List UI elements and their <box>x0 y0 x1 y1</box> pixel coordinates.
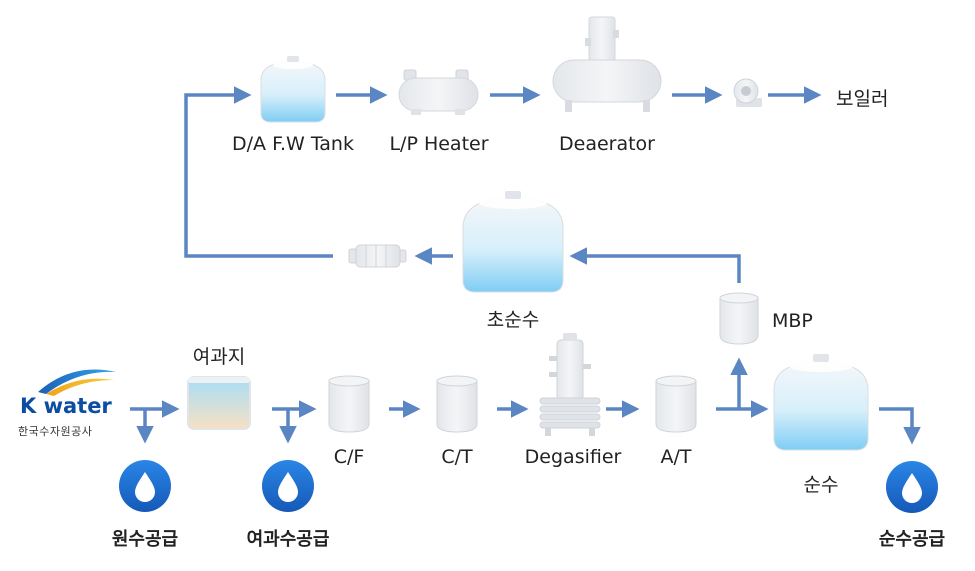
degasifier-icon <box>539 333 601 436</box>
lp-heater-label: L/P Heater <box>389 133 489 155</box>
raw-water-supply-drop-icon <box>119 460 171 512</box>
mbp-label: MBP <box>772 310 813 332</box>
pure-water-supply-label: 순수공급 <box>878 529 946 550</box>
degasifier-label: Degasifier <box>524 446 622 468</box>
lp-heater-icon <box>398 69 479 115</box>
cf-label: C/F <box>333 446 365 468</box>
kwater-logo-mark <box>38 369 116 396</box>
ultra-pure-water-tank-icon <box>462 191 564 293</box>
at-tank-icon <box>655 375 697 433</box>
cartridge-filter-icon <box>348 244 407 268</box>
ct-tank-icon <box>436 375 478 433</box>
deaerator-label: Deaerator <box>559 133 655 155</box>
ct-label: C/T <box>441 446 473 468</box>
at-label: A/T <box>660 446 692 468</box>
raw-water-supply-label: 원수공급 <box>111 529 179 550</box>
filter-bed-label: 여과지 <box>192 346 246 368</box>
da-fw-tank-label: D/A F.W Tank <box>232 133 354 155</box>
arrow-mbp-to-ultrapure <box>569 247 741 283</box>
boiler-label: 보일러 <box>836 88 889 110</box>
pure-water-supply-drop-icon <box>886 461 938 513</box>
ultra-pure-water-label: 초순수 <box>486 309 540 331</box>
filtered-water-supply-drop-icon <box>262 460 314 512</box>
filtered-water-supply-label: 여과수공급 <box>246 529 330 550</box>
flow-lines <box>130 86 921 445</box>
cf-tank-icon <box>328 375 370 433</box>
arrow-return-to-da-tank <box>184 86 333 258</box>
da-fw-tank-icon <box>260 56 326 123</box>
filter-bed-icon <box>187 376 251 430</box>
brand-subtitle: 한국수자원공사 <box>18 425 93 438</box>
pump-icon <box>733 78 762 107</box>
arrow-pure-supply <box>879 407 921 445</box>
mbp-icon <box>719 292 759 345</box>
pure-water-label: 순수 <box>803 474 839 496</box>
deaerator-icon <box>552 16 662 112</box>
brand-name: K water <box>20 394 112 418</box>
pure-water-tank-icon <box>773 354 869 451</box>
